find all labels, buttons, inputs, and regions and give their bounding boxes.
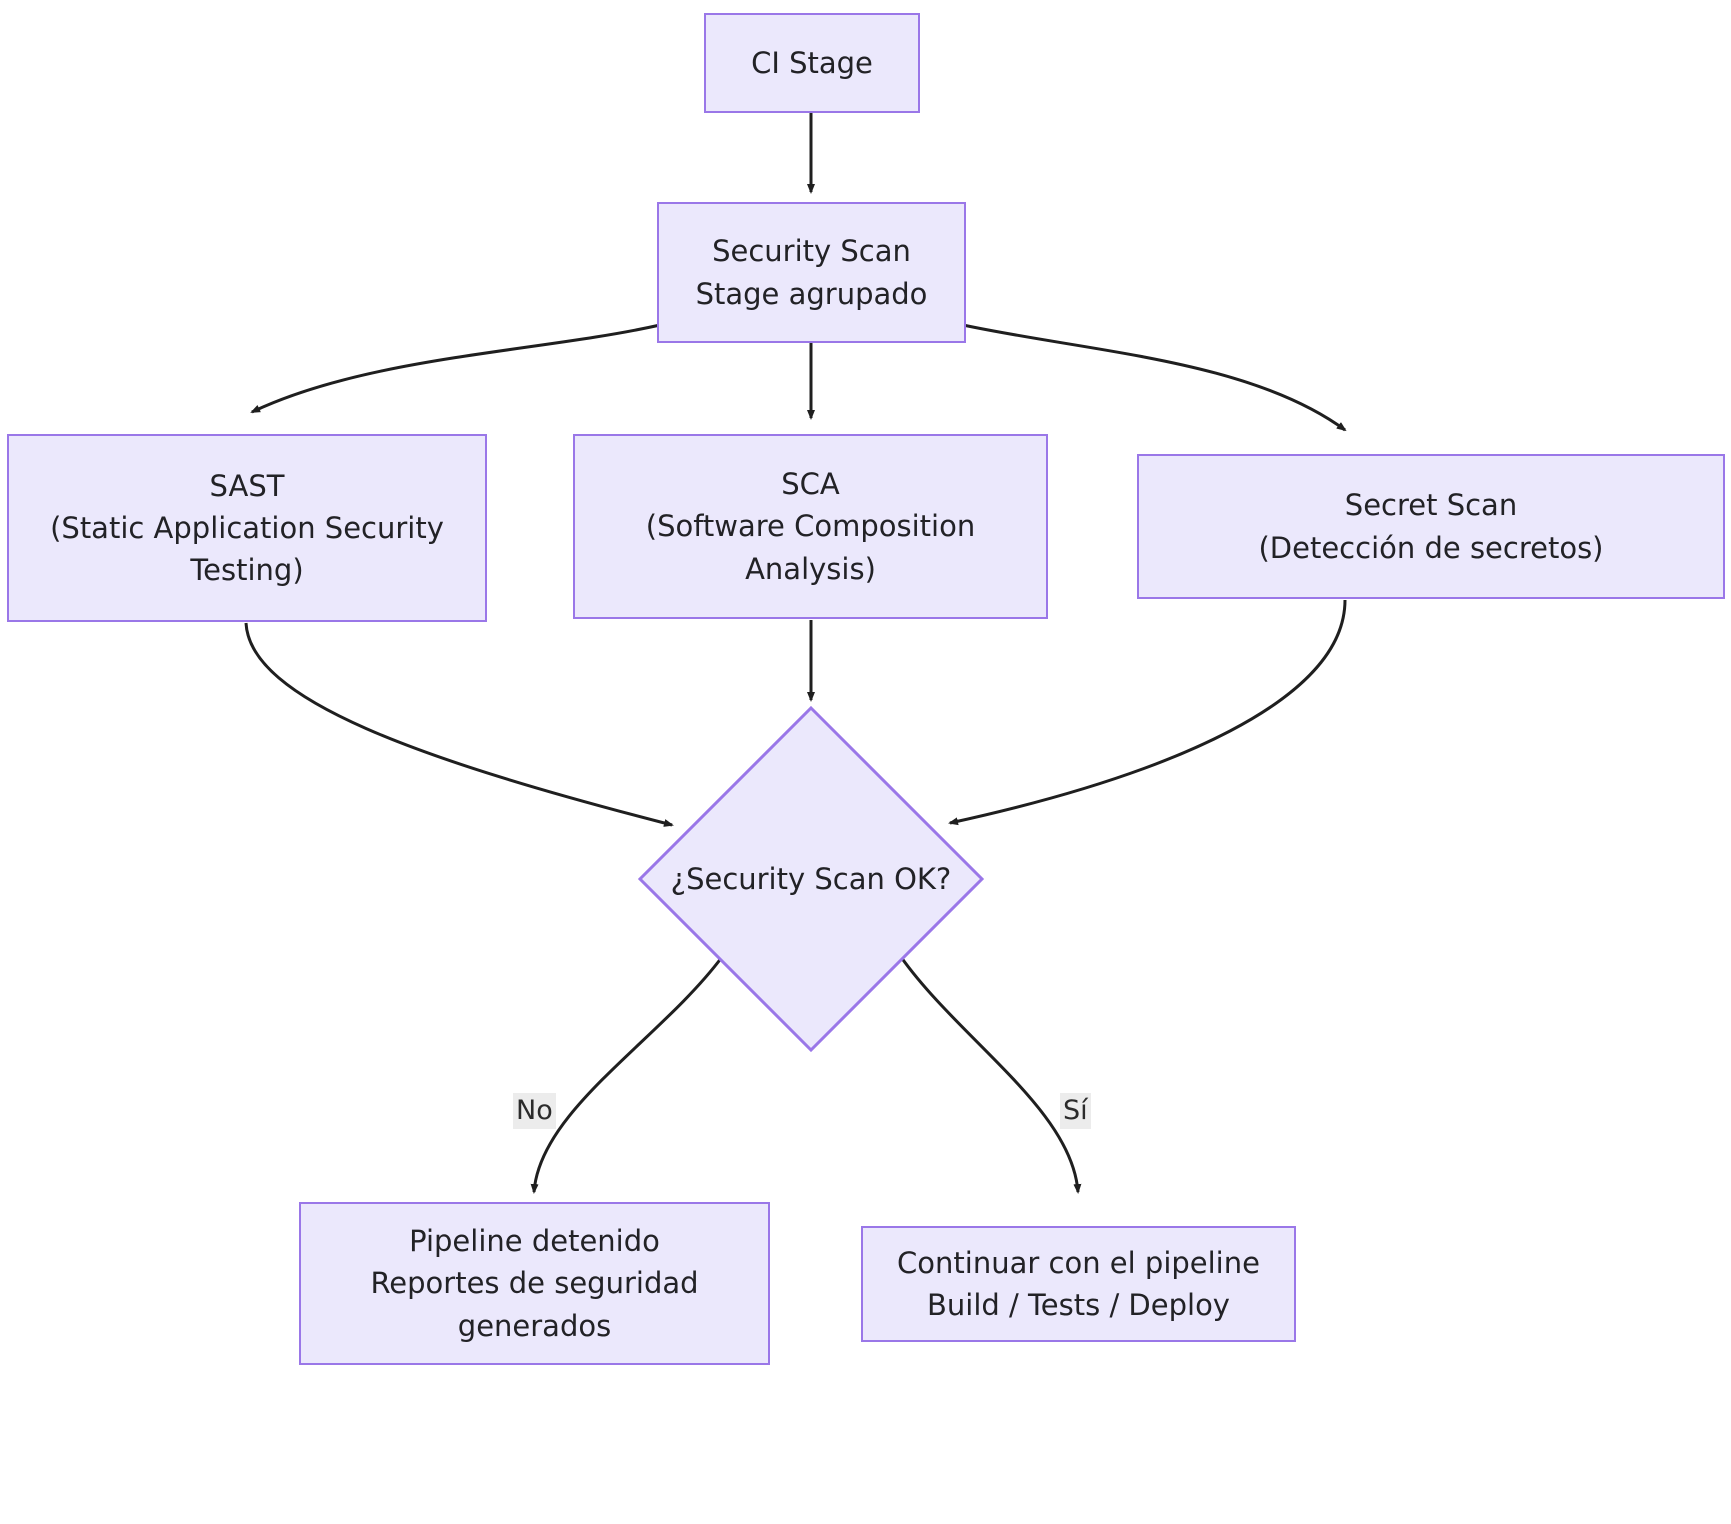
node-security-scan-stage-line-1: Stage agrupado	[695, 276, 928, 311]
node-security-scan-ok-label: ¿Security Scan OK?	[670, 861, 952, 896]
node-sca[interactable]: SCA (Software Composition Analysis)	[573, 434, 1048, 619]
node-sast-line-0: SAST	[209, 468, 285, 503]
node-sca-line-0: SCA	[781, 467, 840, 502]
node-pipeline-detenido-line-0: Pipeline detenido	[409, 1224, 660, 1259]
node-sca-line-2: Analysis)	[745, 551, 876, 586]
diamond-shape	[637, 705, 985, 1053]
node-security-scan-ok[interactable]: ¿Security Scan OK?	[637, 705, 985, 1053]
node-pipeline-detenido-line-1: Reportes de seguridad	[370, 1266, 699, 1301]
node-secret-scan-line-0: Secret Scan	[1344, 488, 1518, 523]
node-continuar-pipeline-line-1: Build / Tests / Deploy	[927, 1288, 1230, 1322]
node-secret-scan-line-1: (Detección de secretos)	[1258, 530, 1604, 565]
node-security-scan-stage[interactable]: Security Scan Stage agrupado	[657, 202, 966, 343]
edge-label-no: No	[513, 1093, 556, 1130]
node-secret-scan[interactable]: Secret Scan (Detección de secretos)	[1137, 454, 1725, 599]
node-continuar-pipeline-line-0: Continuar con el pipeline	[897, 1245, 1260, 1280]
node-sca-line-1: (Software Composition	[645, 509, 976, 544]
node-ci-stage[interactable]: CI Stage	[704, 13, 920, 113]
node-pipeline-detenido[interactable]: Pipeline detenido Reportes de seguridad …	[299, 1202, 770, 1365]
edge-sast-to-decision	[244, 622, 674, 827]
edge-secret-scan-to-decision	[948, 599, 1347, 826]
node-sast-line-1: (Static Application Security	[50, 510, 444, 545]
edge-label-si: Sí	[1060, 1093, 1091, 1130]
node-security-scan-stage-line-0: Security Scan	[712, 234, 911, 269]
edge-security-scan-to-sast	[250, 323, 661, 414]
node-pipeline-detenido-line-2: generados	[457, 1308, 612, 1343]
node-sast[interactable]: SAST (Static Application Security Testin…	[7, 434, 487, 622]
node-continuar-pipeline[interactable]: Continuar con el pipeline Build / Tests …	[861, 1226, 1296, 1342]
node-sast-line-2: Testing)	[190, 553, 304, 588]
edge-security-scan-to-secret-scan	[962, 323, 1347, 432]
node-ci-stage-line-0: CI Stage	[751, 45, 873, 80]
